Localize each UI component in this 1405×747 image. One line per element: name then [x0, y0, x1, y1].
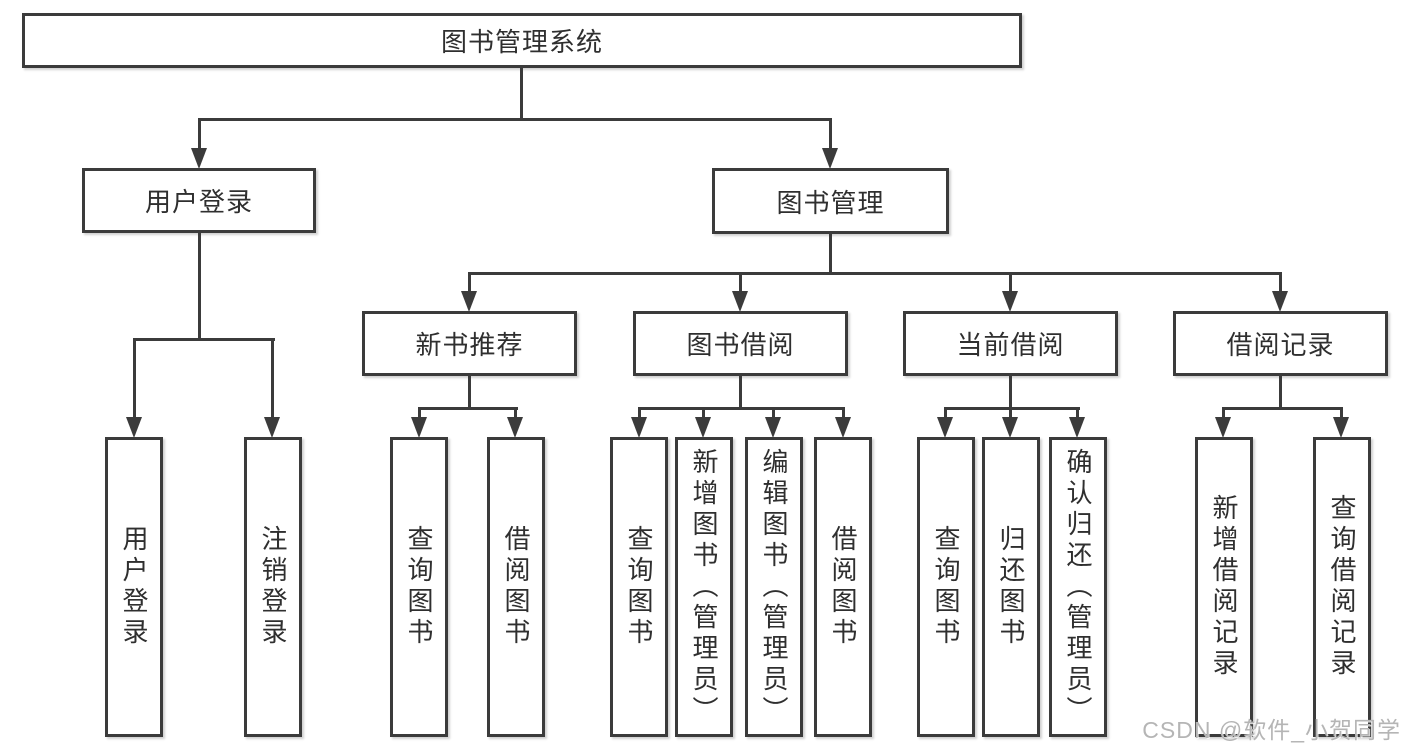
leaf-user-login: 用户登录: [105, 437, 163, 737]
leaf-nb-borrow-books: 借阅图书: [487, 437, 545, 737]
arrow-down-to-cb-confirm-return: [1069, 407, 1085, 438]
leaf-cb-query-books: 查询图书: [917, 437, 975, 737]
node-current-borrow: 当前借阅: [903, 311, 1118, 376]
connector-new-book-stem: [468, 376, 471, 407]
arrow-down-to-book-management: [822, 118, 838, 169]
connector-level2-hbar: [198, 118, 832, 121]
arrow-down-to-bb-edit-books: [765, 407, 781, 438]
connector-borrow-records-stem: [1279, 376, 1282, 407]
csdn-watermark: CSDN @软件_小贺同学: [1142, 717, 1401, 743]
arrow-down-to-current-borrow: [1002, 272, 1018, 312]
leaf-bb-borrow-books: 借阅图书: [814, 437, 872, 737]
connector-new-book-hbar: [418, 407, 518, 410]
leaf-nb-query-books: 查询图书: [390, 437, 448, 737]
connector-user-login-stem: [198, 233, 201, 338]
leaf-cb-confirm-return-admin: 确认归还（管理员）: [1049, 437, 1107, 737]
arrow-down-to-book-borrow: [732, 272, 748, 312]
leaf-br-add-borrow-record: 新增借阅记录: [1195, 437, 1253, 737]
arrow-down-to-bb-query-books: [631, 407, 647, 438]
connector-current-borrow-stem: [1009, 376, 1012, 407]
arrow-down-to-borrow-records: [1272, 272, 1288, 312]
arrow-down-to-cb-query-books: [937, 407, 953, 438]
arrow-down-to-bb-add-books: [695, 407, 711, 438]
connector-current-borrow-hbar: [944, 407, 1080, 410]
node-new-book-recommend: 新书推荐: [362, 311, 577, 376]
node-root-library-system: 图书管理系统: [22, 13, 1022, 68]
leaf-bb-query-books: 查询图书: [610, 437, 668, 737]
connector-book-borrow-stem: [739, 376, 742, 407]
arrow-down-to-bb-borrow-books: [835, 407, 851, 438]
arrow-down-to-br-query-record: [1333, 407, 1349, 438]
connector-book-borrow-hbar: [638, 407, 845, 410]
connector-user-login-hbar: [133, 338, 275, 341]
leaf-logout: 注销登录: [244, 437, 302, 737]
node-book-borrow: 图书借阅: [633, 311, 848, 376]
arrow-down-to-nb-query-books: [411, 407, 427, 438]
arrow-down-to-cb-return-books: [1002, 407, 1018, 438]
leaf-br-query-borrow-record: 查询借阅记录: [1313, 437, 1371, 737]
leaf-bb-edit-books-admin: 编辑图书（管理员）: [745, 437, 803, 737]
arrow-down-to-nb-borrow-books: [507, 407, 523, 438]
arrow-down-to-leaf-user-login: [126, 338, 142, 438]
arrow-down-to-new-book-recommend: [461, 272, 477, 312]
node-borrow-records: 借阅记录: [1173, 311, 1388, 376]
leaf-bb-add-books-admin: 新增图书（管理员）: [675, 437, 733, 737]
arrow-down-to-br-add-record: [1215, 407, 1231, 438]
arrow-down-to-leaf-logout: [264, 338, 280, 438]
connector-root-stem: [520, 67, 523, 118]
connector-borrow-records-hbar: [1222, 407, 1343, 410]
connector-level3-hbar: [468, 272, 1282, 275]
node-book-management: 图书管理: [712, 168, 949, 234]
node-user-login: 用户登录: [82, 168, 316, 233]
arrow-down-to-user-login: [191, 118, 207, 169]
connector-book-management-stem: [829, 234, 832, 272]
leaf-cb-return-books: 归还图书: [982, 437, 1040, 737]
